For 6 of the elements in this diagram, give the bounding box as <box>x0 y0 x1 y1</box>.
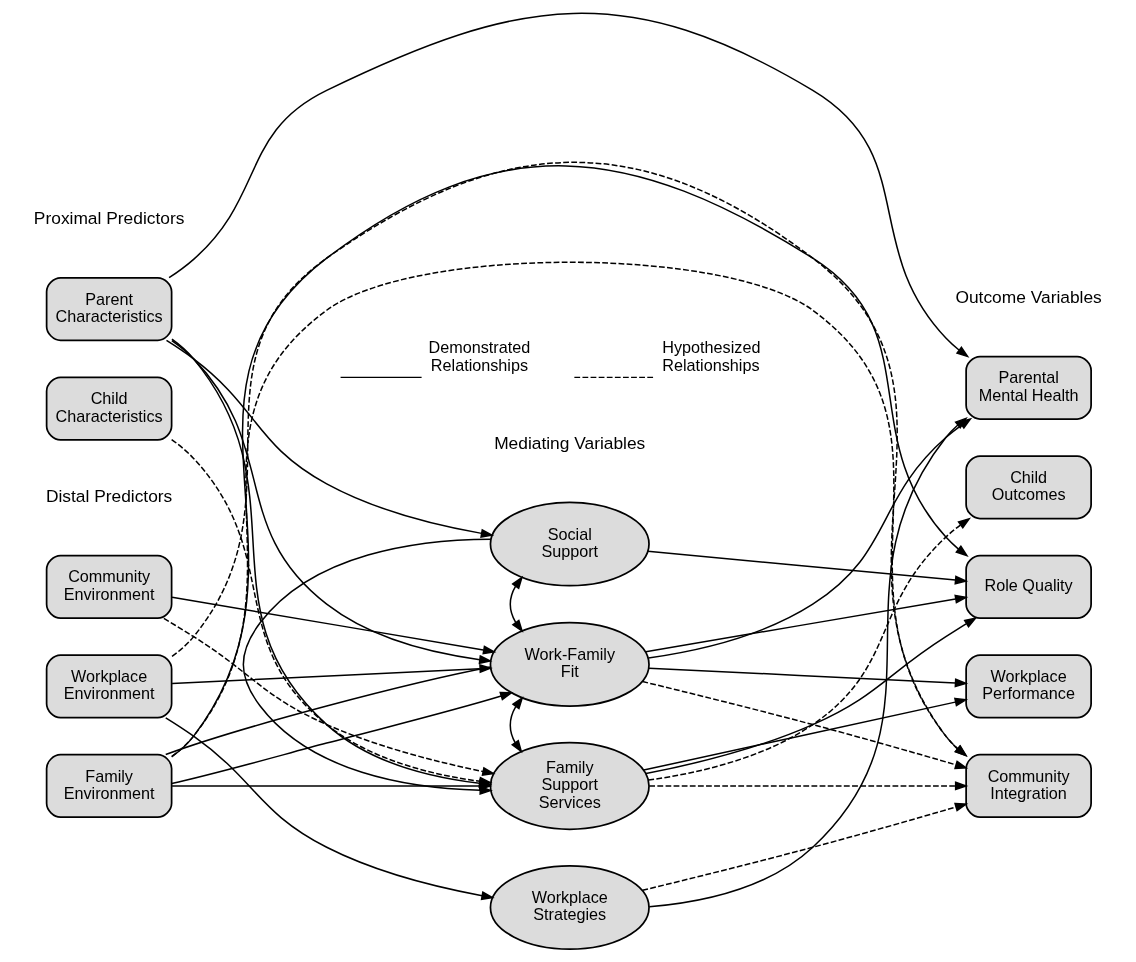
legend-label: Hypothesized Relationships <box>662 338 761 374</box>
label: Outcome Variables <box>955 286 1102 307</box>
label: Distal Predictors <box>45 485 173 506</box>
label: Mediating Variables <box>494 432 646 453</box>
legend-label: Demonstrated Relationships <box>428 338 531 374</box>
label: Proximal Predictors <box>33 208 185 229</box>
